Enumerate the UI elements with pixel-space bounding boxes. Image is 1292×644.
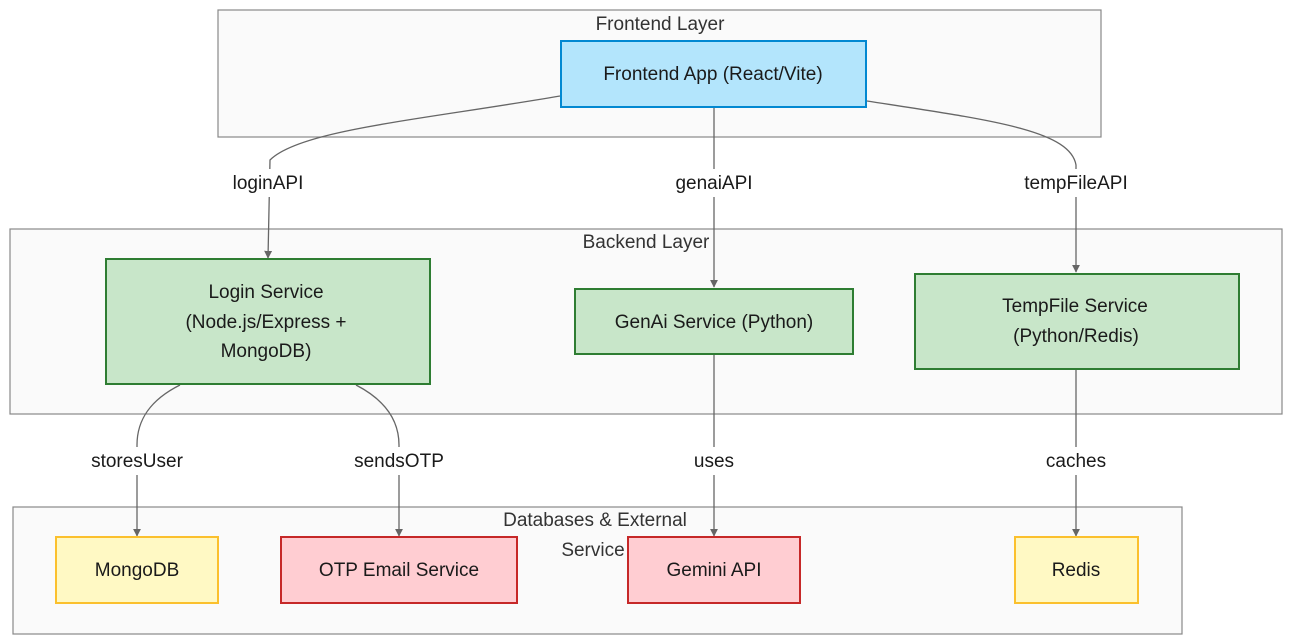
node-login-service: Login Service (Node.js/Express + MongoDB… bbox=[105, 258, 431, 385]
node-redis-label: Redis bbox=[1052, 560, 1101, 581]
node-genai-service-label: GenAi Service (Python) bbox=[615, 312, 814, 333]
edge-label-login-api: loginAPI bbox=[233, 173, 304, 194]
edge-login-api bbox=[264, 95, 561, 259]
node-frontend-app: Frontend App (React/Vite) bbox=[560, 40, 867, 108]
edge-label-stores-user: storesUser bbox=[91, 451, 184, 472]
edge-label-uses: uses bbox=[694, 451, 734, 472]
cluster-data-title-line1: Databases & External bbox=[503, 510, 687, 531]
node-mongodb-label: MongoDB bbox=[95, 560, 180, 581]
cluster-frontend-title: Frontend Layer bbox=[596, 14, 726, 35]
edge-label-tempfile-api: tempFileAPI bbox=[1024, 173, 1127, 194]
node-gemini-api: Gemini API bbox=[627, 536, 801, 604]
edge-sends-otp bbox=[355, 384, 403, 537]
edge-label-genai-api: genaiAPI bbox=[675, 173, 752, 194]
node-tempfile-service-label-line2: (Python/Redis) bbox=[1013, 326, 1139, 347]
node-tempfile-service-label-line1: TempFile Service bbox=[1002, 296, 1148, 317]
node-genai-service: GenAi Service (Python) bbox=[574, 288, 854, 355]
edge-label-sends-otp: sendsOTP bbox=[354, 451, 444, 472]
edge-label-caches: caches bbox=[1046, 451, 1106, 472]
node-frontend-app-label: Frontend App (React/Vite) bbox=[603, 64, 822, 85]
edge-labels: loginAPI genaiAPI tempFileAPI storesUser… bbox=[85, 169, 1134, 475]
node-login-service-label-line2: (Node.js/Express + bbox=[185, 312, 346, 333]
node-login-service-label-line1: Login Service bbox=[208, 282, 323, 303]
node-otp-email-service: OTP Email Service bbox=[280, 536, 518, 604]
node-tempfile-service: TempFile Service (Python/Redis) bbox=[914, 273, 1240, 370]
cluster-backend-title: Backend Layer bbox=[583, 232, 710, 253]
node-redis: Redis bbox=[1014, 536, 1139, 604]
edge-tempfile-api bbox=[866, 100, 1080, 273]
edge-stores-user bbox=[133, 384, 181, 537]
node-mongodb: MongoDB bbox=[55, 536, 219, 604]
cluster-data-title-line2: Service bbox=[561, 540, 624, 561]
node-otp-email-service-label: OTP Email Service bbox=[319, 560, 479, 581]
node-login-service-label-line3: MongoDB) bbox=[221, 341, 312, 362]
node-gemini-api-label: Gemini API bbox=[666, 560, 761, 581]
